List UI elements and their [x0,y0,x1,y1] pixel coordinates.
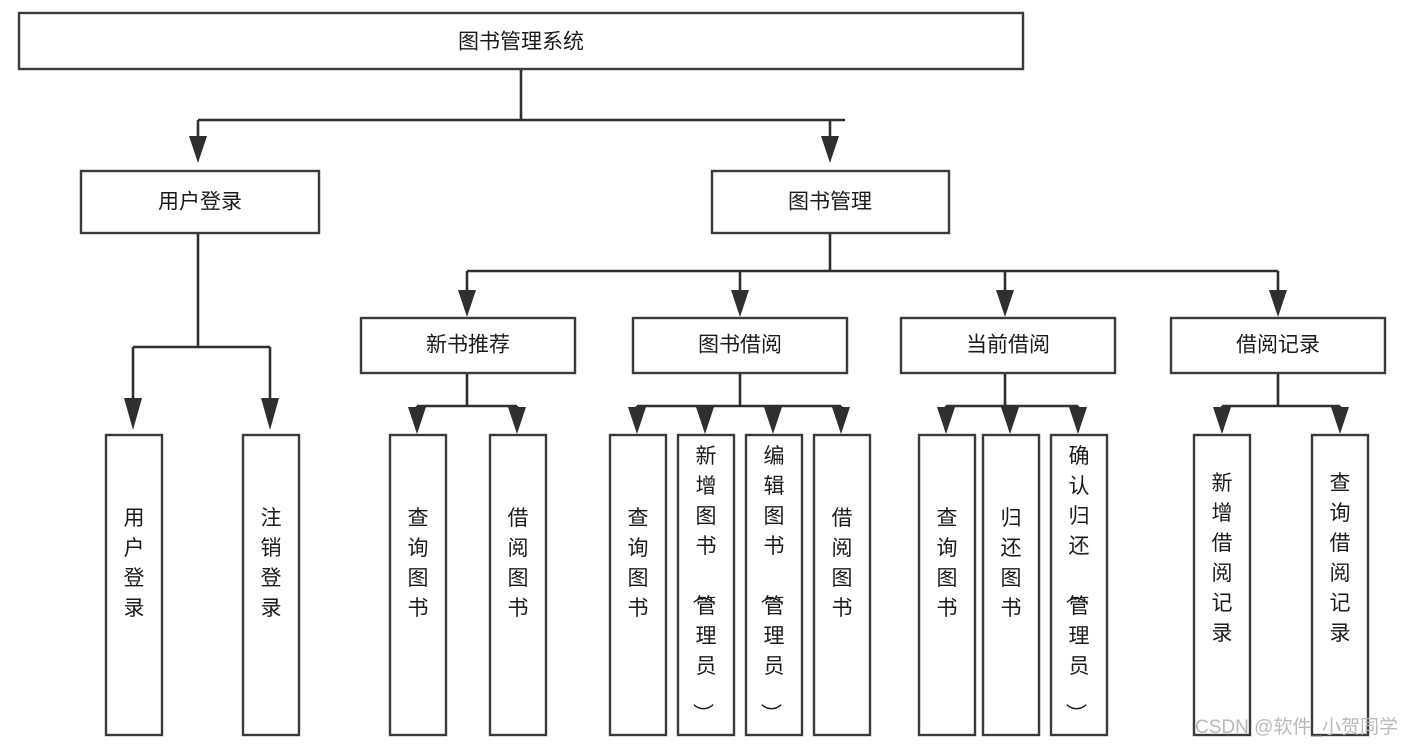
arrow-head-book-management [821,136,839,163]
arrow-head-leaf-query-record [1331,407,1349,434]
arrow-head-book-borrow [731,290,749,317]
node-leaf-borrow-book-1[interactable]: 借阅图书 [490,435,546,735]
node-root-system-label: 图书管理系统 [458,31,584,54]
connector-group-root [189,69,845,163]
connector-group-current-borrow [937,373,1087,434]
connector-group-book-borrow [628,373,850,434]
node-leaf-edit-book[interactable]: 编辑图书（管理员） [746,435,802,735]
node-leaf-query-record[interactable]: 查询借阅记录 [1312,435,1368,735]
arrow-head-leaf-user-login [124,398,142,430]
node-book-management[interactable]: 图书管理 [712,171,949,233]
node-leaf-borrow-book-2[interactable]: 借阅图书 [814,435,870,735]
node-leaf-logout-login[interactable]: 注销登录 [243,435,299,735]
arrow-head-leaf-query-book-2 [628,407,646,434]
node-user-login-label: 用户登录 [158,191,242,214]
arrow-head-leaf-add-record [1213,407,1231,434]
arrow-head-leaf-add-book [696,407,714,434]
arrow-head-leaf-logout-login [261,398,279,430]
arrow-head-user-login [189,136,207,163]
connector-group-user-login [124,233,279,430]
node-leaf-user-login[interactable]: 用户登录 [106,435,162,735]
arrow-head-leaf-confirm-return [1069,407,1087,434]
node-book-management-label: 图书管理 [788,191,872,214]
arrow-head-leaf-query-book-3 [937,407,955,434]
node-leaf-query-book-1[interactable]: 查询图书 [390,435,446,735]
node-root-system[interactable]: 图书管理系统 [19,13,1023,69]
node-leaf-add-record[interactable]: 新增借阅记录 [1194,435,1250,735]
node-new-book-recommend[interactable]: 新书推荐 [361,318,575,373]
node-leaf-add-book[interactable]: 新增图书（管理员） [678,435,734,735]
watermark-label: CSDN @软件_小贺同学 [1195,716,1398,738]
node-leaf-query-book-2[interactable]: 查询图书 [610,435,666,735]
arrow-head-leaf-borrow-book-2 [832,407,850,434]
arrow-head-leaf-return-book [1001,407,1019,434]
node-borrow-record[interactable]: 借阅记录 [1171,318,1385,373]
node-current-borrow[interactable]: 当前借阅 [901,318,1115,373]
node-user-login[interactable]: 用户登录 [81,171,319,233]
arrow-head-new-book-recommend [458,290,476,317]
node-leaf-query-book-3[interactable]: 查询图书 [919,435,975,735]
connector-group-book-management [458,233,1287,317]
arrow-head-borrow-record [1269,290,1287,317]
connector-group-borrow-record [1213,373,1349,434]
arrow-head-leaf-query-book-1 [408,407,426,434]
node-borrow-record-label: 借阅记录 [1236,334,1320,357]
node-leaf-confirm-return[interactable]: 确认归还（管理员） [1051,435,1107,735]
node-book-borrow-label: 图书借阅 [698,334,782,357]
node-book-borrow[interactable]: 图书借阅 [633,318,847,373]
node-new-book-recommend-label: 新书推荐 [426,334,510,357]
arrow-head-leaf-borrow-book-1 [508,407,526,434]
node-current-borrow-label: 当前借阅 [966,334,1050,357]
arrow-head-current-borrow [996,290,1014,317]
connector-group-new-book-recommend [408,373,526,434]
arrow-head-leaf-edit-book [764,407,782,434]
node-leaf-return-book[interactable]: 归还图书 [983,435,1039,735]
